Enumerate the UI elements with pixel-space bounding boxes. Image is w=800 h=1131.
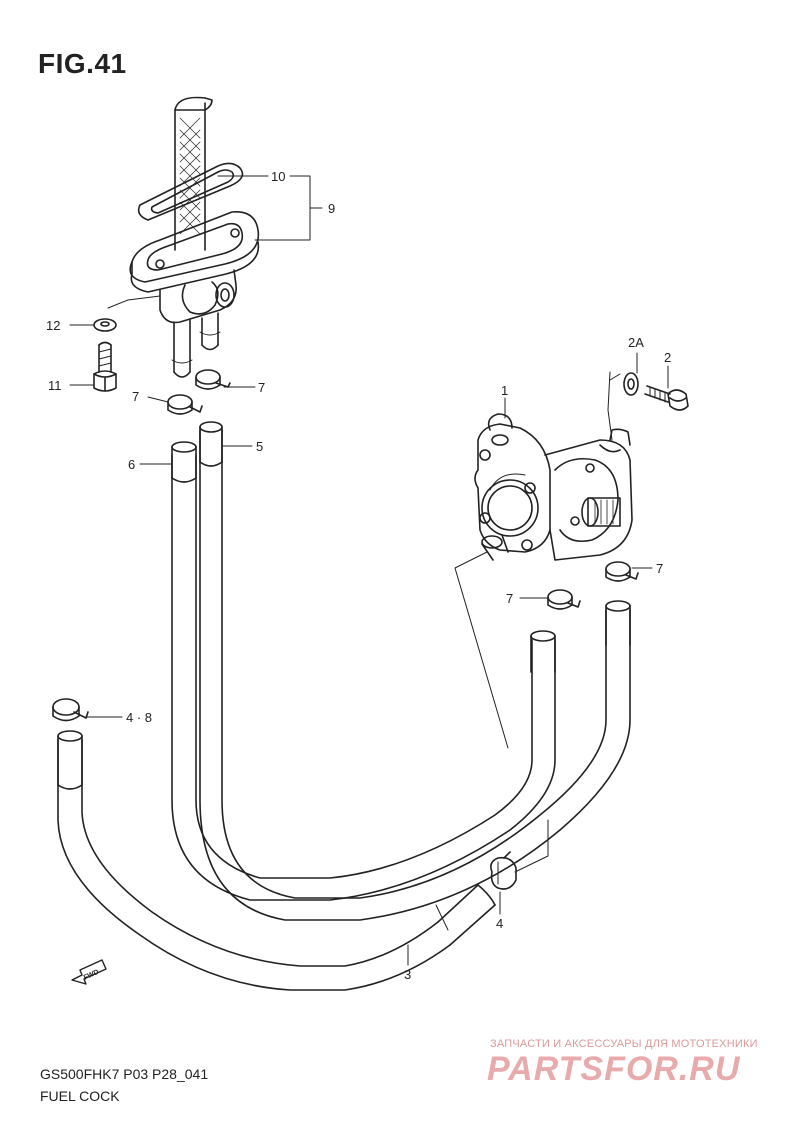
cock-body-plate	[129, 211, 260, 293]
callout-2a: 2A	[628, 335, 644, 350]
callout-7-d: 7	[506, 591, 513, 606]
callout-12: 12	[46, 318, 60, 333]
washer-2a	[623, 372, 639, 396]
model-code: GS500FHK7 P03 P28_041	[40, 1066, 209, 1082]
screw-2	[644, 385, 689, 411]
hose-6	[171, 441, 556, 901]
watermark-logo: PARTSFOR.RU	[487, 1050, 741, 1088]
figure-title: FIG.41	[38, 48, 127, 79]
forward-arrow-icon	[71, 959, 107, 985]
fuel-cock-strainer	[174, 96, 213, 251]
bolt-11	[93, 341, 117, 392]
callout-9: 9	[328, 201, 335, 216]
callout-2: 2	[664, 350, 671, 365]
callout-7-b: 7	[132, 389, 139, 404]
clamp-7-upper-left	[167, 394, 203, 415]
callout-7-a: 7	[258, 380, 265, 395]
clamp-7-lower-right	[605, 561, 639, 582]
callout-11: 11	[48, 378, 62, 393]
hose-3	[57, 730, 496, 991]
clamp-7-upper-right	[195, 369, 231, 390]
clamp-7-lower-left	[547, 589, 581, 610]
hose-5	[199, 421, 631, 921]
callout-4: 4	[496, 916, 503, 931]
callout-3: 3	[404, 967, 411, 982]
figure-name: FUEL COCK	[40, 1088, 120, 1104]
cock-body	[159, 269, 237, 378]
callout-4-8: 4 · 8	[126, 710, 152, 725]
callout-10: 10	[271, 169, 285, 184]
callout-5: 5	[256, 439, 263, 454]
clamp-4-8	[52, 698, 89, 722]
fuel-pump-1	[474, 413, 633, 561]
callout-6: 6	[128, 457, 135, 472]
watermark-tagline: ЗАПЧАСТИ И АКСЕССУАРЫ ДЛЯ МОТОТЕХНИКИ	[490, 1038, 758, 1050]
callout-1: 1	[501, 383, 508, 398]
callout-7-c: 7	[656, 561, 663, 576]
washer-12	[93, 318, 117, 332]
gasket-10	[137, 162, 244, 221]
clamp-4	[490, 851, 517, 890]
fwd-label: FWD	[83, 969, 100, 982]
